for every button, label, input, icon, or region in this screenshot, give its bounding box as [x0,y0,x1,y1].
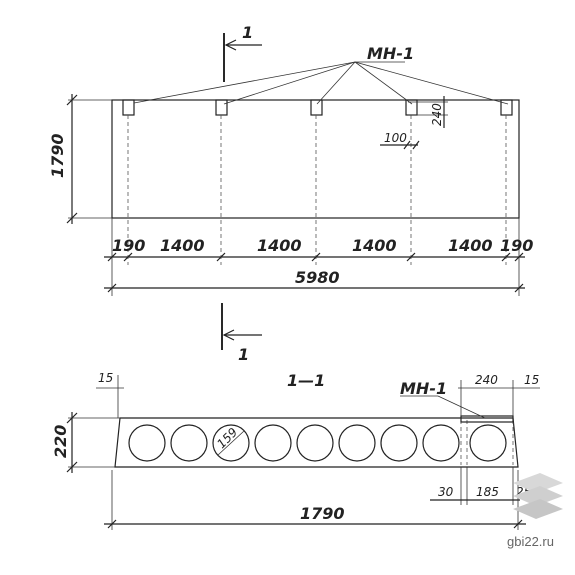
section-cut-top: 1 [223,23,262,82]
svg-text:30: 30 [438,485,454,499]
slab-section-outline [114,417,519,468]
hollow-core [170,424,208,462]
svg-text:220: 220 [51,425,70,458]
svg-text:1790: 1790 [300,504,345,523]
svg-text:1: 1 [242,23,253,42]
hollow-core [422,424,460,462]
lifting-loop [215,99,228,116]
svg-text:240: 240 [430,103,444,126]
lifting-loop [122,99,135,116]
svg-text:240: 240 [475,373,498,387]
section-cut-bottom: 1 [221,303,262,364]
svg-text:1: 1 [238,345,249,364]
svg-text:1400: 1400 [257,236,302,255]
width-dimension: 1790 [104,470,526,530]
bottom-end-dimensions: 30 185 25 [430,467,531,505]
lifting-loop [310,99,323,116]
hollow-core [128,424,166,462]
thickness-dimension: 220 [51,412,120,473]
svg-text:5980: 5980 [295,268,340,287]
loop-label: МН-1 [367,44,414,63]
watermark-text: gbi22.ru [507,534,554,549]
watermark-logo: gbi22.ru [507,473,563,549]
spacing-dimension-chain: 190 1400 1400 1400 1400 190 [104,218,533,296]
section-loop-label: МН-1 [400,379,447,398]
hollow-core [338,424,376,462]
svg-text:190: 190 [112,236,145,255]
svg-text:15: 15 [98,371,113,385]
svg-text:185: 185 [476,485,499,499]
height-dimension: 1790 [48,94,112,224]
svg-text:190: 190 [500,236,533,255]
lifting-loops [122,99,513,116]
section-title: 1—1 [287,371,325,390]
lifting-loop [500,99,513,116]
svg-text:1400: 1400 [160,236,205,255]
hollow-core [296,424,334,462]
hollow-core [469,424,507,462]
hollow-core [254,424,292,462]
svg-text:15: 15 [524,373,539,387]
loop-dimensions: 240 100 [380,96,448,150]
loop-leaders [133,61,509,105]
hollow-core [212,424,250,462]
top-dimensions: 15 240 15 [96,371,540,418]
panel-outline [111,99,520,219]
loop-centerlines [127,115,507,265]
total-length-dimension: 5980 [104,268,525,293]
hole-diameter-label: 159 [214,425,240,451]
end-loop-zone [460,415,514,423]
svg-text:1400: 1400 [448,236,493,255]
svg-text:100: 100 [384,131,407,145]
hollow-cores [128,424,507,462]
hollow-core [380,424,418,462]
section-view: 1—1 159 МН-1 15 [51,371,540,530]
svg-text:1400: 1400 [352,236,397,255]
svg-text:1790: 1790 [48,133,67,178]
plan-view: МН-1 1 1790 [48,23,533,364]
